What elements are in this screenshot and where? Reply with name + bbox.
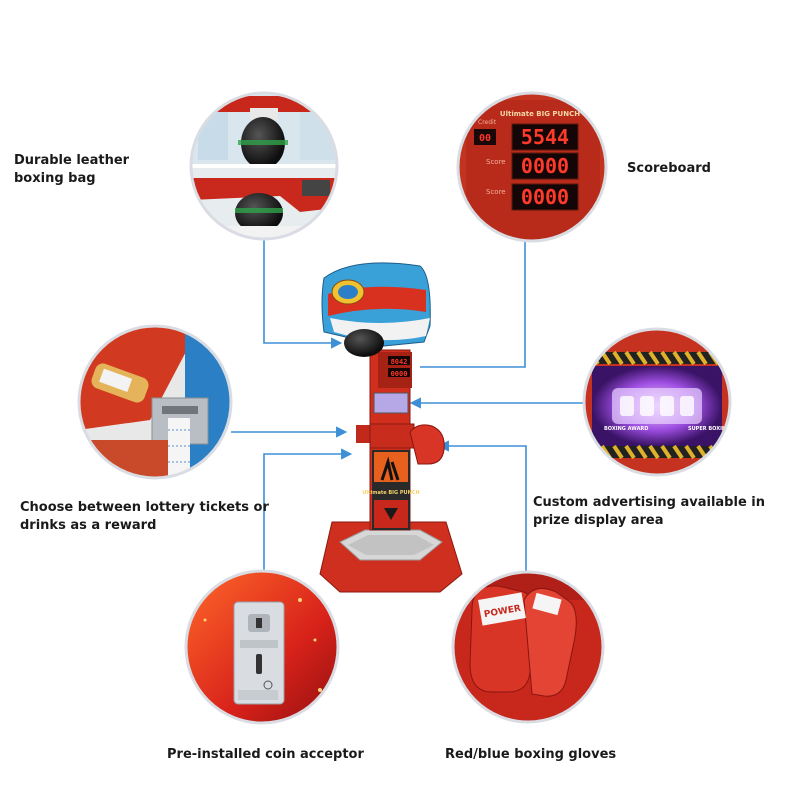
- label-boxing-bag: Durable leather boxing bag: [14, 153, 130, 186]
- scoreboard-circle: Ultimate BIG PUNCH Credit 00 5544 Score …: [456, 91, 608, 243]
- bag-circle: [189, 91, 339, 241]
- label-boxing-gloves: Red/blue boxing gloves: [445, 747, 617, 762]
- ad-display-circle: BOXING AWARD SUPER BOXING GAME: [582, 327, 749, 477]
- label-tickets-or-drinks: Choose between lottery tickets or drinks…: [20, 500, 269, 533]
- label-scoreboard: Scoreboard: [627, 161, 711, 176]
- boxing-machine: 8042 0000 Ultimate BIG PUNCH: [319, 262, 463, 593]
- scoreboard-reading-1: 5544: [521, 125, 569, 149]
- machine-mini-display-2: 0000: [391, 370, 408, 378]
- coin-acceptor-circle: [184, 569, 340, 725]
- scoreboard-reading-3: 0000: [521, 185, 569, 209]
- connector-lines: [231, 240, 584, 572]
- machine-panel-brand: Ultimate BIG PUNCH: [362, 490, 419, 496]
- label-custom-advertising: Custom advertising available in prize di…: [533, 495, 766, 528]
- label-coin-acceptor: Pre-installed coin acceptor: [167, 747, 364, 762]
- scoreboard-score-label-2: Score: [486, 188, 506, 196]
- machine-mini-display-1: 8042: [391, 358, 408, 366]
- ad-left-text: BOXING AWARD: [604, 426, 648, 432]
- tickets-circle: [77, 324, 233, 480]
- scoreboard-score-label-1: Score: [486, 158, 506, 166]
- scoreboard-credit-label: Credit: [478, 119, 497, 126]
- scoreboard-brand: Ultimate BIG PUNCH: [500, 110, 580, 118]
- ad-right-text: SUPER BOXING GAME: [688, 426, 749, 432]
- gloves-circle: POWER: [451, 570, 605, 724]
- scoreboard-credit: 00: [479, 133, 491, 144]
- scoreboard-reading-2: 0000: [521, 154, 569, 178]
